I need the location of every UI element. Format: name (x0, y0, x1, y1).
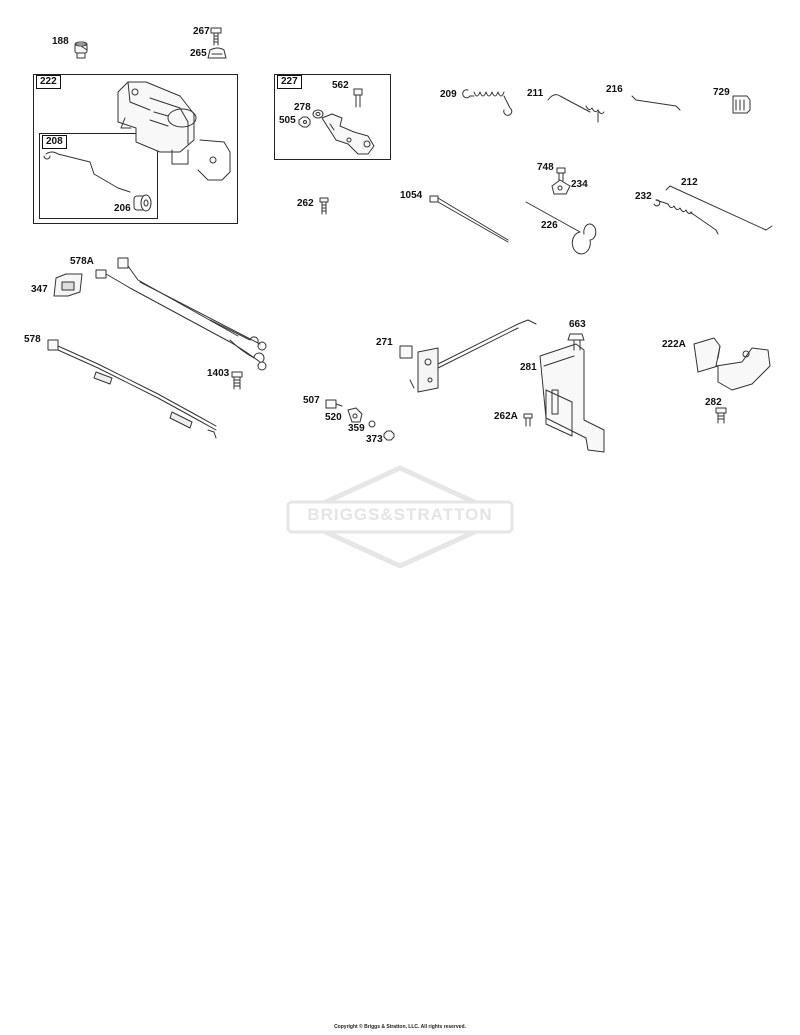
part-347-switch-drawing (53, 273, 83, 297)
callout-206: 206 (114, 203, 131, 214)
callout-729: 729 (713, 87, 730, 98)
part-748-screw-drawing (556, 167, 566, 182)
callout-262A: 262A (494, 411, 518, 422)
part-562-bolt-drawing (353, 88, 363, 108)
callout-226: 226 (541, 220, 558, 231)
callout-578A: 578A (70, 256, 94, 267)
part-232-spring-rod-drawing (653, 199, 719, 235)
callout-1054: 1054 (400, 190, 423, 201)
callout-578: 578 (24, 334, 41, 345)
group-frame-208 (39, 133, 158, 219)
part-216-rod-drawing (631, 95, 681, 111)
part-262A-screw-drawing (523, 413, 533, 427)
callout-507: 507 (303, 395, 320, 406)
part-578-wire-harness-drawing (47, 339, 217, 439)
callout-212: 212 (681, 177, 698, 188)
part-227-lever-drawing (321, 113, 375, 155)
callout-234: 234 (571, 179, 588, 190)
part-663-screw-drawing (567, 333, 585, 351)
callout-520: 520 (325, 412, 342, 423)
callout-359: 359 (348, 423, 365, 434)
callout-1403: 1403 (207, 368, 230, 379)
callout-663: 663 (569, 319, 586, 330)
callout-267: 267 (193, 26, 210, 37)
callout-222A: 222A (662, 339, 686, 350)
callout-505: 505 (279, 115, 296, 126)
part-226-rod-loop-drawing (525, 201, 597, 255)
callout-282: 282 (705, 397, 722, 408)
part-373-nut-drawing (383, 430, 395, 441)
group-frame-222 (33, 74, 238, 224)
part-208-link-rod-drawing (43, 151, 131, 193)
part-209-spring-drawing (462, 89, 513, 116)
part-281-bracket-drawing (539, 343, 605, 453)
part-507-clip-drawing (325, 399, 343, 409)
callout-278: 278 (294, 102, 311, 113)
group-frame-227 (274, 74, 391, 160)
watermark-brand-text: BRIGGS&STRATTON (307, 505, 493, 524)
part-578A-wire-harness-drawing (95, 257, 267, 371)
part-278-washer-drawing (312, 109, 324, 119)
callout-265: 265 (190, 48, 207, 59)
callout-281: 281 (520, 362, 537, 373)
part-520-clamp-drawing (347, 407, 363, 423)
part-211-rod-spring-drawing (547, 94, 605, 123)
callout-347: 347 (31, 284, 48, 295)
part-282-screw-drawing (715, 407, 727, 424)
part-359-washer-drawing (368, 420, 376, 428)
callout-262: 262 (297, 198, 314, 209)
part-1054-cable-tie-drawing (429, 195, 509, 243)
part-271-control-cable-drawing (399, 319, 537, 393)
part-212-rod-drawing (665, 185, 773, 231)
part-505-nut-drawing (298, 116, 311, 128)
callout-373: 373 (366, 434, 383, 445)
part-188-bolt-drawing (74, 41, 88, 59)
box-label-222: 222 (36, 75, 61, 89)
part-729-fastener-drawing (732, 95, 751, 114)
part-222A-bracket-drawing (693, 337, 771, 391)
callout-562: 562 (332, 80, 349, 91)
part-206-bushing-drawing (133, 194, 152, 212)
part-222-control-bracket-drawing (117, 81, 231, 181)
part-267-screw-drawing (210, 27, 222, 46)
callout-209: 209 (440, 89, 457, 100)
part-1403-screw-drawing (231, 371, 243, 390)
callout-748: 748 (537, 162, 554, 173)
box-label-208: 208 (42, 135, 67, 149)
copyright-notice: Copyright © Briggs & Stratton, LLC. All … (334, 1024, 466, 1030)
callout-188: 188 (52, 36, 69, 47)
callout-211: 211 (527, 88, 544, 99)
part-265-clip-drawing (207, 47, 227, 59)
box-label-227: 227 (277, 75, 302, 89)
callout-271: 271 (376, 337, 393, 348)
callout-216: 216 (606, 84, 623, 95)
callout-232: 232 (635, 191, 652, 202)
part-234-clip-drawing (551, 179, 571, 195)
part-262-screw-drawing (319, 197, 329, 215)
